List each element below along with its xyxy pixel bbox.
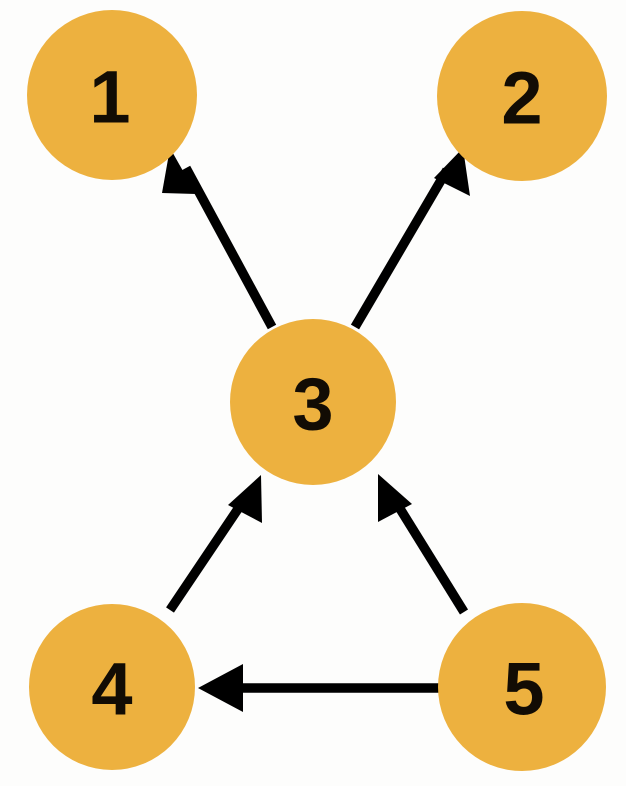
- node-5-label: 5: [503, 648, 544, 731]
- edge-5-to-3-shaft: [389, 496, 469, 615]
- edge-3-to-1-shaft: [181, 165, 277, 330]
- graph-node-5[interactable]: 5: [438, 603, 606, 771]
- node-1-circle: [27, 10, 197, 180]
- edge-4-to-3[interactable]: [166, 475, 262, 613]
- edge-5-to-4-arrowhead: [198, 664, 243, 712]
- graph-node-1[interactable]: 1: [27, 10, 197, 180]
- edge-5-to-3[interactable]: [378, 474, 469, 615]
- node-4-label: 4: [91, 648, 132, 731]
- edge-4-to-3-shaft: [166, 494, 250, 613]
- edge-3-to-2-arrowhead: [434, 148, 470, 196]
- node-3-circle: [230, 319, 396, 485]
- edge-5-to-3-arrowhead: [378, 474, 412, 522]
- edge-3-to-2[interactable]: [350, 148, 470, 330]
- node-3-label: 3: [292, 363, 333, 446]
- node-layer: 1 2 3 4 5: [27, 10, 607, 771]
- node-1-label: 1: [89, 56, 130, 139]
- node-5-circle: [438, 603, 606, 771]
- graph-node-4[interactable]: 4: [29, 604, 195, 770]
- graph-node-3[interactable]: 3: [230, 319, 396, 485]
- node-4-circle: [29, 604, 195, 770]
- node-2-circle: [437, 11, 607, 181]
- edge-3-to-1[interactable]: [162, 148, 277, 330]
- node-2-label: 2: [501, 57, 542, 140]
- edge-3-to-1-arrowhead: [162, 148, 196, 194]
- graph-node-2[interactable]: 2: [437, 11, 607, 181]
- edge-3-to-2-shaft: [350, 167, 452, 330]
- edge-4-to-3-arrowhead: [228, 475, 262, 523]
